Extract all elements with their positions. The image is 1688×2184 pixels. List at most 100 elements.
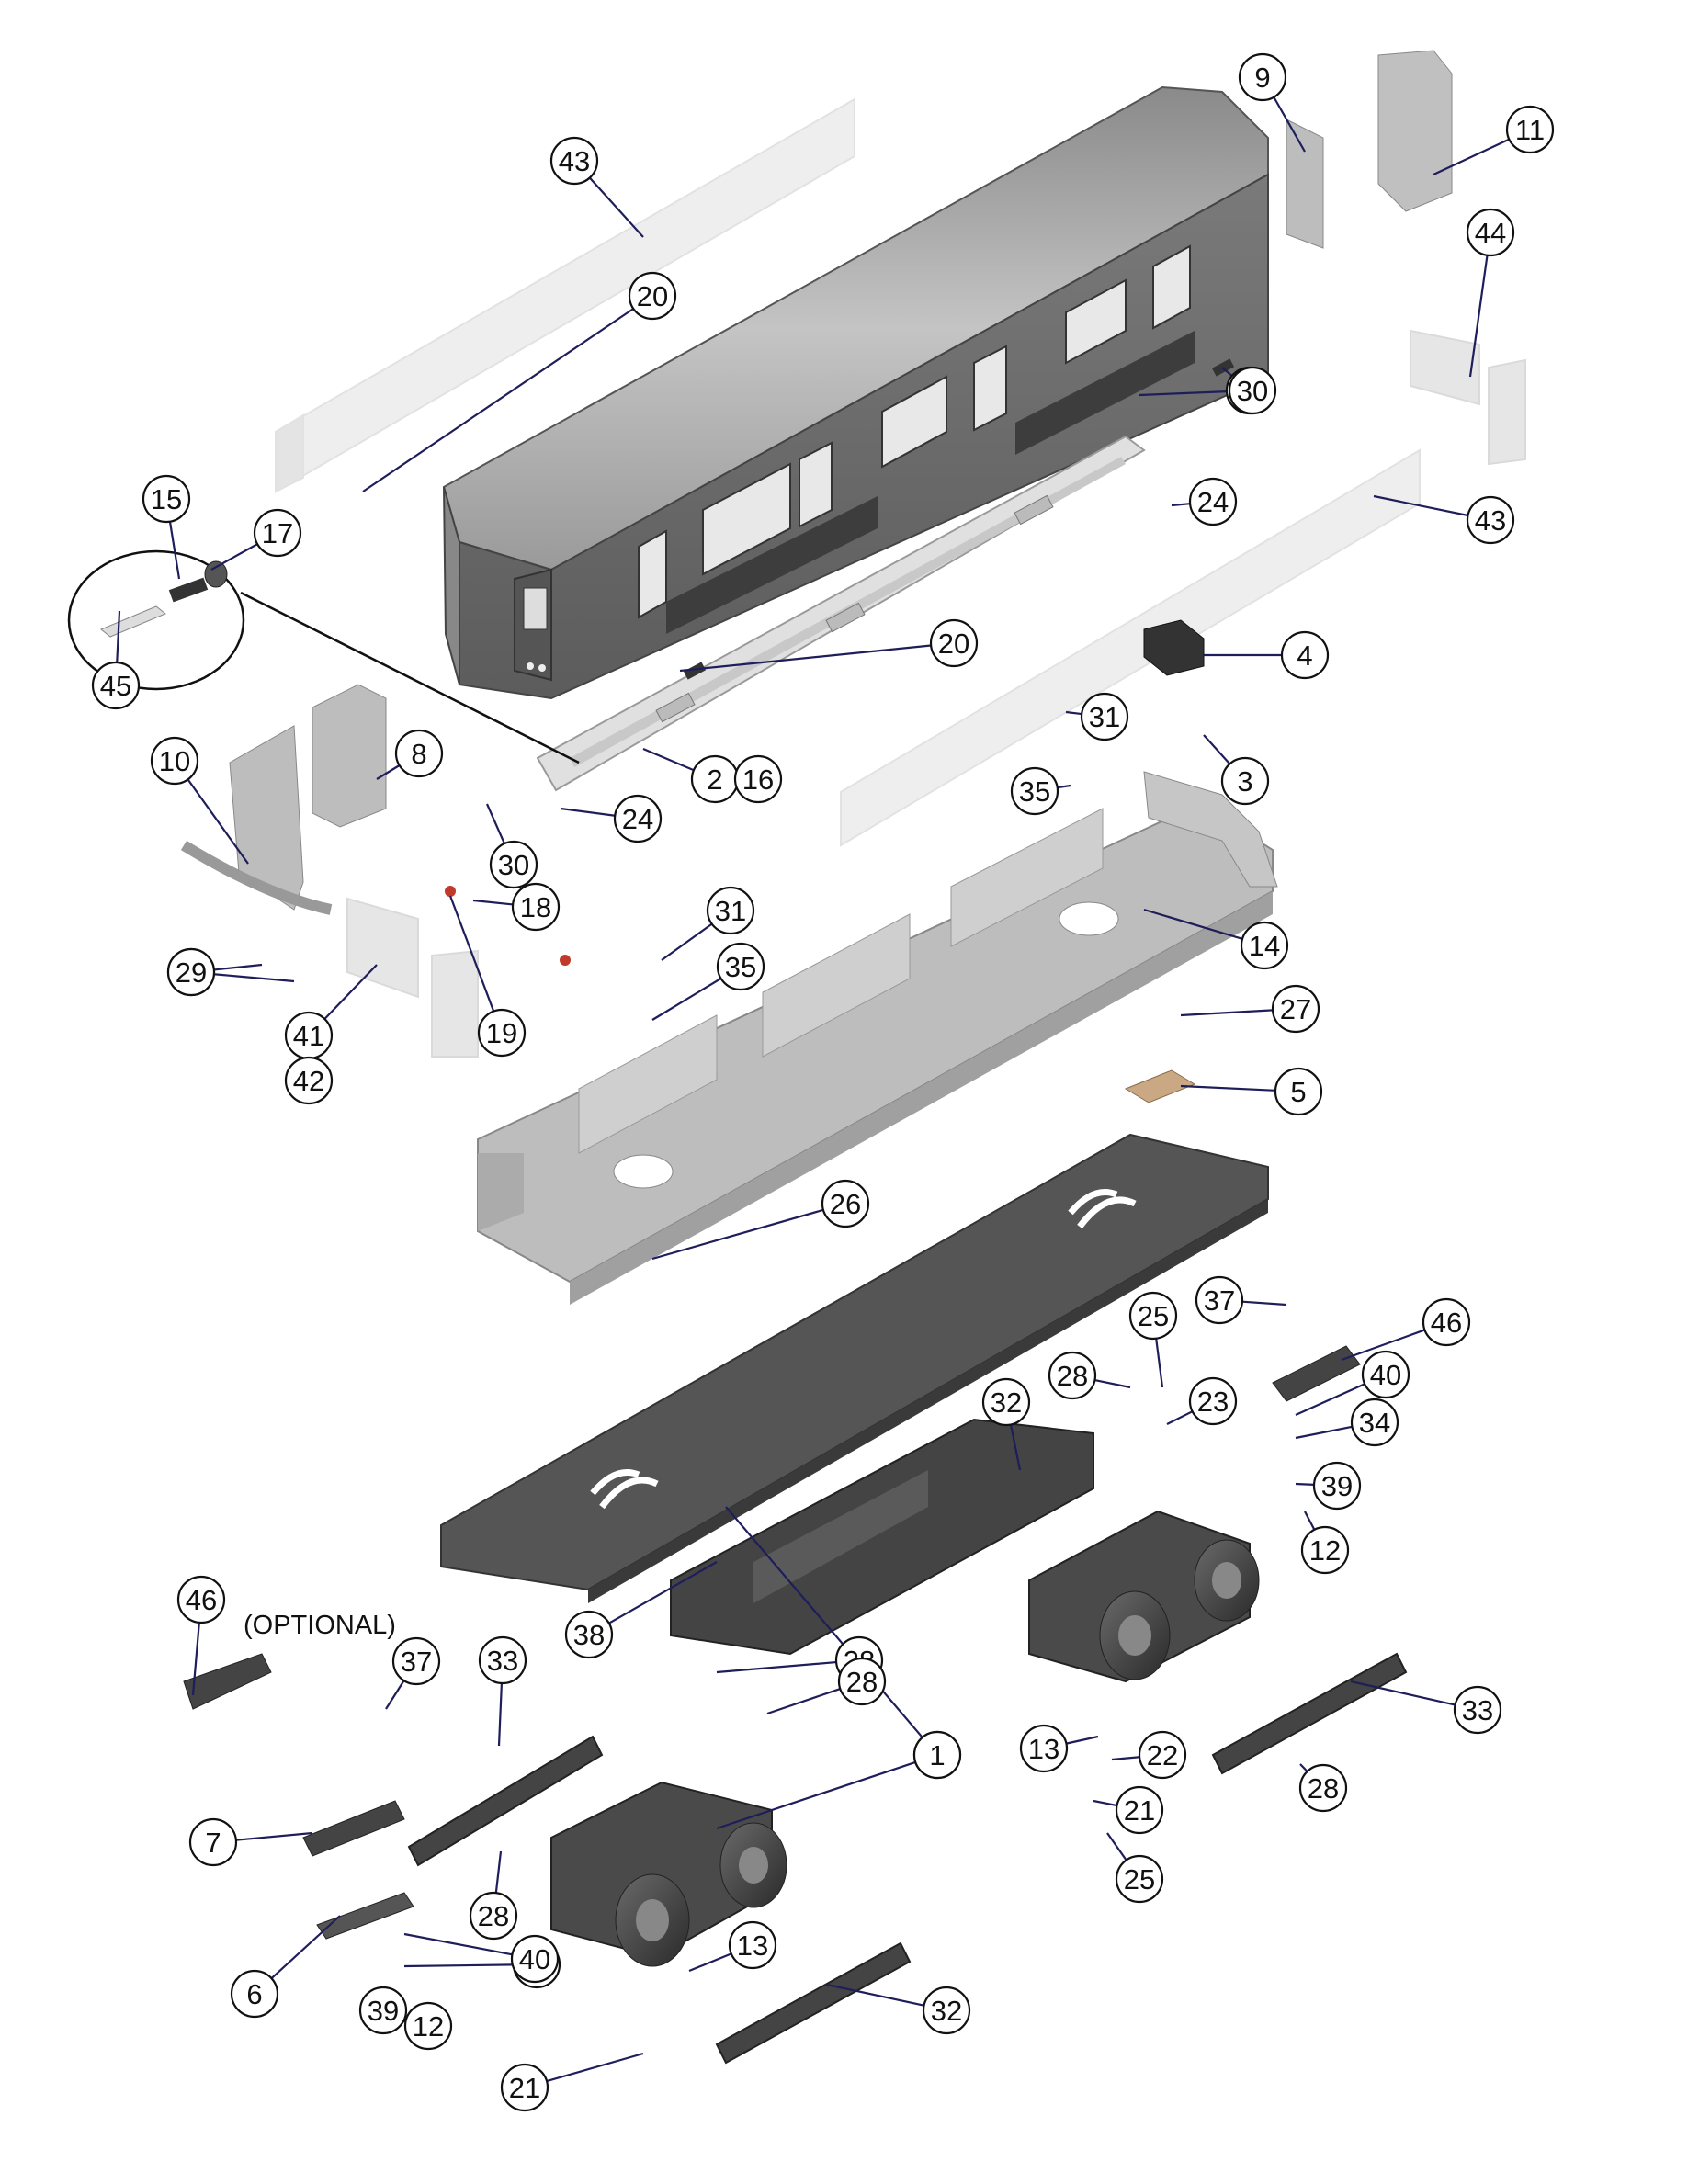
- leader-line-29: [213, 963, 263, 971]
- callout-29: 29: [166, 947, 216, 997]
- leader-line-7: [235, 1831, 313, 1841]
- callout-28: 28: [1298, 1763, 1348, 1813]
- callout-circle: [510, 1934, 560, 1984]
- callout-25: 25: [1115, 1854, 1164, 1904]
- callout-28: 28: [837, 1657, 887, 1706]
- callout-circle: [549, 136, 599, 186]
- leader-line-20: [1221, 367, 1233, 377]
- callout-circle: [1361, 1350, 1410, 1399]
- leader-line-44: [1468, 255, 1489, 378]
- callout-circle: [728, 1920, 777, 1970]
- callout-number: 3: [1237, 765, 1252, 798]
- callout-21: 21: [500, 2063, 549, 2112]
- callout-number: 10: [159, 745, 190, 777]
- leader-line-34: [1295, 1425, 1353, 1440]
- callout-number: 45: [100, 670, 131, 702]
- callout-circle: [1274, 1067, 1323, 1116]
- leader-line-27: [1180, 1009, 1274, 1017]
- callout-43: 43: [1466, 495, 1515, 545]
- callout-28: 28: [1048, 1351, 1097, 1400]
- leader-line-8: [376, 764, 401, 780]
- callout-34: 34: [1350, 1398, 1399, 1447]
- leader-line-1: [716, 1760, 916, 1830]
- callout-circle: [981, 1377, 1031, 1427]
- callout-circle: [1280, 630, 1330, 680]
- callouts: 1121634567891011121213131415171819202020…: [91, 52, 1555, 2112]
- leader-line-9: [1273, 96, 1306, 153]
- leader-line-24: [1171, 503, 1191, 507]
- callout-circle: [91, 661, 141, 710]
- leader-line-31: [661, 922, 713, 961]
- callout-number: 29: [176, 956, 207, 989]
- callout-number: 28: [478, 1900, 509, 1932]
- callout-46: 46: [1422, 1297, 1471, 1347]
- callout-number: 19: [486, 1017, 517, 1049]
- callout-circle: [929, 618, 979, 668]
- callout-17: 17: [253, 508, 302, 558]
- callout-25: 25: [1128, 1291, 1178, 1341]
- base-plate: [440, 1133, 1269, 1603]
- callout-circle: [166, 947, 216, 997]
- callout-number: 33: [487, 1645, 518, 1677]
- callout-number: 37: [401, 1646, 432, 1678]
- callout-38: 38: [564, 1610, 614, 1659]
- callout-number: 31: [715, 895, 746, 927]
- callout-circle: [733, 754, 783, 804]
- callout-27: 27: [1271, 984, 1320, 1034]
- callout-circle: [142, 474, 191, 524]
- callout-circle: [837, 1657, 887, 1706]
- window-film-strip-lower: [840, 448, 1421, 847]
- callout-40: 40: [1361, 1350, 1410, 1399]
- leader-line-46: [1341, 1329, 1425, 1362]
- callout-30: 30: [1228, 366, 1277, 415]
- callout-circle: [176, 1575, 226, 1624]
- leader-line-35: [1057, 784, 1071, 789]
- callout-circle: [1298, 1763, 1348, 1813]
- callout-number: 4: [1297, 639, 1312, 672]
- callout-12: 12: [403, 2001, 453, 2051]
- callout-number: 40: [519, 1943, 550, 1975]
- callout-circle: [1010, 766, 1059, 816]
- parts-artwork: [67, 50, 1526, 2065]
- callout-number: 23: [1197, 1386, 1229, 1418]
- leader-line-30: [1139, 390, 1230, 397]
- leader-line-14: [1143, 908, 1243, 940]
- callout-39: 39: [358, 1986, 408, 2035]
- coupler-46-optional: [183, 1653, 272, 1710]
- callout-circle: [1080, 692, 1129, 741]
- callout-circle: [358, 1986, 408, 2035]
- callout-10: 10: [150, 736, 199, 786]
- leader-line-39: [1295, 1482, 1315, 1486]
- callout-28: 28: [469, 1891, 518, 1941]
- callout-number: 7: [205, 1827, 221, 1859]
- callout-number: 28: [1057, 1360, 1088, 1392]
- chassis-14: [477, 771, 1278, 1305]
- speaker-4: [1143, 619, 1205, 676]
- callout-circle: [628, 271, 677, 321]
- light-bar-2-16: [536, 358, 1235, 792]
- leader-line-28: [766, 1688, 841, 1715]
- callout-circle: [188, 1817, 238, 1867]
- callout-22: 22: [1138, 1730, 1187, 1780]
- callout-circle: [613, 794, 663, 843]
- callout-3: 3: [1220, 756, 1270, 806]
- leader-line-25: [1155, 1338, 1164, 1388]
- callout-number: 13: [737, 1929, 768, 1962]
- leader-line-24: [560, 807, 616, 817]
- callout-number: 21: [509, 2072, 540, 2104]
- callout-circle: [1195, 1275, 1244, 1325]
- callout-26: 26: [821, 1179, 870, 1228]
- callout-number: 17: [262, 517, 293, 549]
- leader-line-28: [1094, 1378, 1131, 1389]
- leader-line-29: [213, 973, 295, 983]
- callout-number: 9: [1254, 62, 1270, 94]
- callout-circle: [912, 1730, 962, 1780]
- callout-number: 35: [1019, 775, 1050, 808]
- callout-31: 31: [706, 886, 755, 935]
- callout-circle: [1138, 1730, 1187, 1780]
- callout-30: 30: [489, 840, 538, 889]
- leader-line-37: [1241, 1300, 1287, 1307]
- red-parts-19: [445, 886, 571, 966]
- motor-frame-38: [670, 1418, 1094, 1656]
- leader-line-19: [448, 895, 495, 1012]
